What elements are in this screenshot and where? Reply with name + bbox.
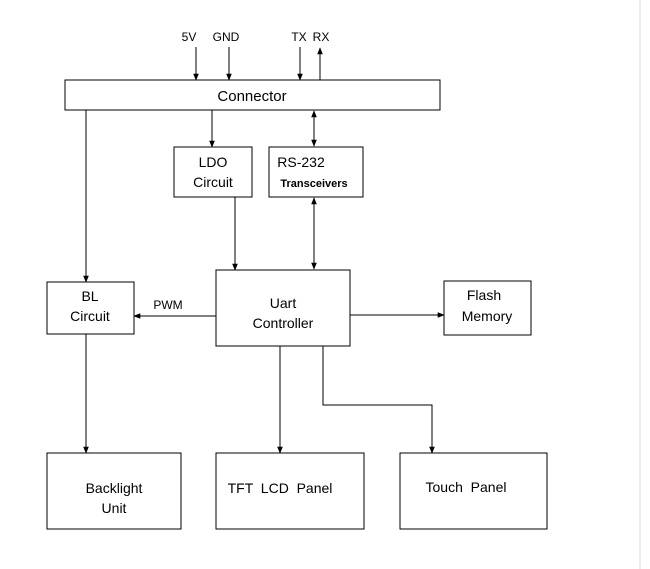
- backlight-label-line2: Unit: [102, 500, 127, 516]
- backlight-unit-block: [46, 452, 182, 530]
- touch-panel-block: [399, 452, 548, 530]
- rs232-label-line1: RS-232: [277, 154, 325, 170]
- ldo-label-line2: Circuit: [193, 174, 233, 190]
- bl-circuit-block: [46, 281, 135, 335]
- flash-label-line2: Memory: [462, 308, 513, 324]
- tft-lcd-panel-label: TFT LCD Panel: [228, 480, 333, 496]
- signal-tx-label: TX: [291, 30, 306, 44]
- ldo-circuit-block: [173, 146, 253, 198]
- rs232-label-line2: Transceivers: [280, 178, 347, 190]
- arrow-uart-to-touch: [322, 346, 435, 454]
- flash-label-line1: Flash: [467, 287, 501, 303]
- connector-label: Connector: [217, 88, 286, 105]
- bl-label-line2: Circuit: [70, 308, 110, 324]
- connector-block: [64, 79, 441, 111]
- touch-panel-label: Touch Panel: [426, 479, 507, 495]
- flash-memory-block: [443, 280, 532, 336]
- uart-label-line1: Uart: [270, 295, 297, 311]
- signal-rx-label: RX: [313, 30, 330, 44]
- rs232-transceivers-block: [268, 146, 364, 198]
- pwm-label: PWM: [153, 298, 182, 312]
- signal-5v-label: 5V: [182, 30, 197, 44]
- signal-gnd-label: GND: [213, 30, 240, 44]
- bl-label-line1: BL: [81, 288, 98, 304]
- tft-lcd-panel-block: [215, 452, 365, 530]
- uart-label-line2: Controller: [253, 315, 314, 331]
- backlight-label-line1: Backlight: [86, 480, 143, 496]
- ldo-label-line1: LDO: [199, 154, 228, 170]
- uart-controller-block: [215, 269, 351, 347]
